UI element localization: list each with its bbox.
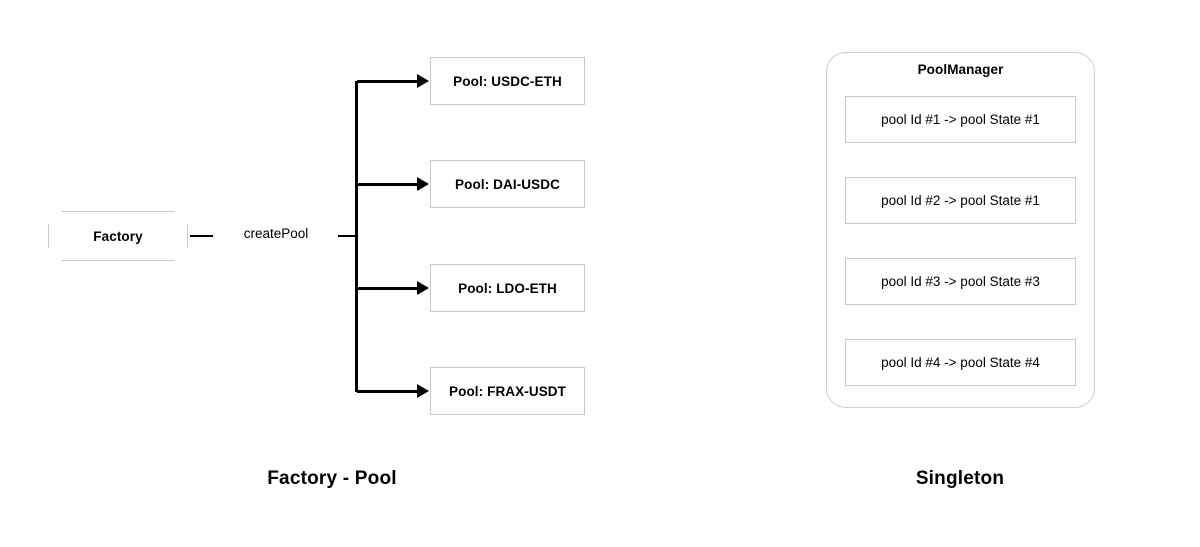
arrow-head-icon-1 — [417, 74, 429, 88]
left-group-caption: Factory - Pool — [267, 468, 397, 489]
arrow-head-icon-2 — [417, 177, 429, 191]
factory-edge-stub-right — [338, 235, 357, 237]
pool-node-label: Pool: FRAX-USDT — [449, 383, 566, 399]
pool-node-label: Pool: DAI-USDC — [455, 176, 560, 192]
create-pool-edge-label: createPool — [243, 226, 309, 241]
right-group-caption: Singleton — [915, 468, 1005, 489]
factory-edge-stub-left — [190, 235, 213, 237]
pool-node-2[interactable]: Pool: DAI-USDC — [430, 160, 585, 208]
pool-state-row-4[interactable]: pool Id #4 -> pool State #4 — [845, 339, 1076, 386]
pool-manager-title: PoolManager — [917, 62, 1004, 77]
pool-state-row-2[interactable]: pool Id #2 -> pool State #1 — [845, 177, 1076, 224]
pool-node-3[interactable]: Pool: LDO-ETH — [430, 264, 585, 312]
branch-line-3 — [357, 287, 419, 290]
pool-state-row-3[interactable]: pool Id #3 -> pool State #3 — [845, 258, 1076, 305]
branch-line-4 — [357, 390, 419, 393]
factory-node-label: Factory — [93, 228, 143, 244]
pool-state-row-label: pool Id #1 -> pool State #1 — [881, 112, 1040, 127]
pool-node-label: Pool: USDC-ETH — [453, 73, 562, 89]
branch-trunk-line — [355, 81, 358, 392]
arrow-head-icon-4 — [417, 384, 429, 398]
pool-node-4[interactable]: Pool: FRAX-USDT — [430, 367, 585, 415]
factory-node[interactable]: Factory — [48, 211, 188, 261]
branch-line-2 — [357, 183, 419, 186]
pool-state-row-label: pool Id #3 -> pool State #3 — [881, 274, 1040, 289]
pool-state-row-label: pool Id #4 -> pool State #4 — [881, 355, 1040, 370]
arrow-head-icon-3 — [417, 281, 429, 295]
branch-line-1 — [357, 80, 419, 83]
pool-state-row-label: pool Id #2 -> pool State #1 — [881, 193, 1040, 208]
pool-node-label: Pool: LDO-ETH — [458, 280, 557, 296]
pool-node-1[interactable]: Pool: USDC-ETH — [430, 57, 585, 105]
pool-state-row-1[interactable]: pool Id #1 -> pool State #1 — [845, 96, 1076, 143]
